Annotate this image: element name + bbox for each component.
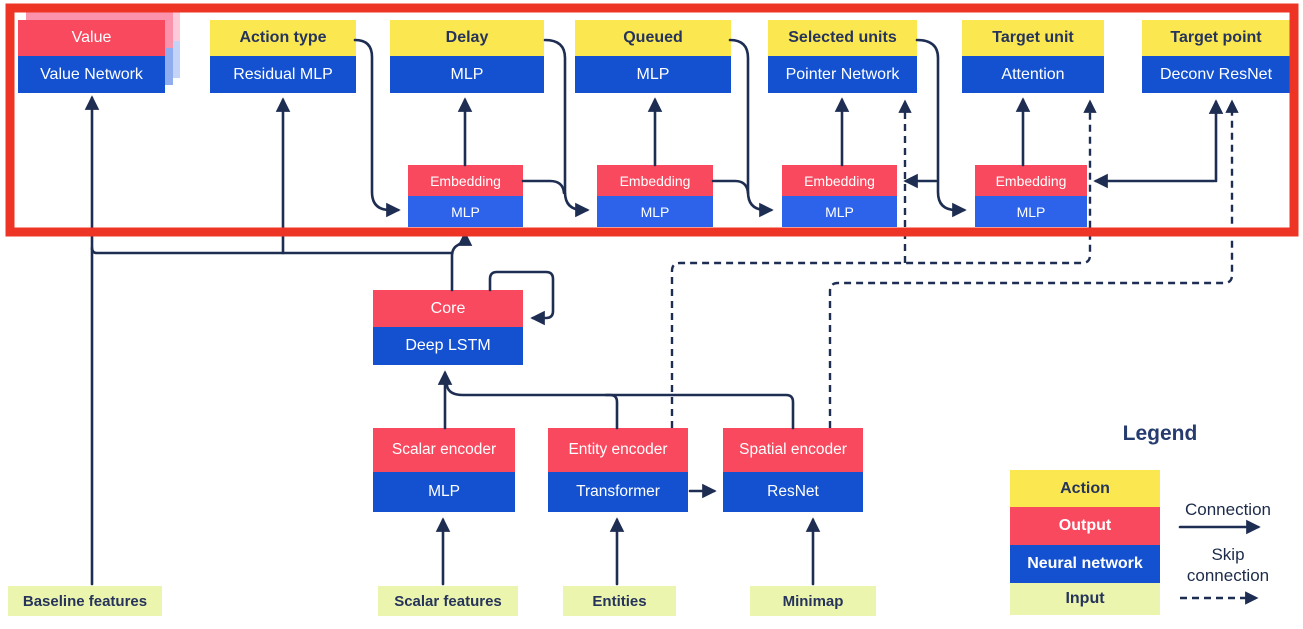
embedding-mlp-label: MLP <box>782 196 897 227</box>
head-network-label: Value Network <box>18 56 165 93</box>
head-label: Delay <box>390 20 544 56</box>
core-label: Core <box>373 290 523 327</box>
encoder-network-label: Transformer <box>548 472 688 512</box>
encoder-label: Scalar encoder <box>373 428 515 472</box>
encoder-network-label: ResNet <box>723 472 863 512</box>
input-minimap: Minimap <box>750 586 876 616</box>
embedding-label: Embedding <box>782 165 897 196</box>
legend-row-neural-network: Neural network <box>1010 545 1160 583</box>
encoder-label: Spatial encoder <box>723 428 863 472</box>
legend-row-action: Action <box>1010 470 1160 507</box>
head-network-label: Attention <box>962 56 1104 93</box>
head-network-label: Deconv ResNet <box>1142 56 1290 93</box>
head-label: Queued <box>575 20 731 56</box>
embedding-label: Embedding <box>597 165 713 196</box>
legend-row-input: Input <box>1010 583 1160 615</box>
embedding-mlp-label: MLP <box>408 196 523 227</box>
head-label: Action type <box>210 20 356 56</box>
input-entities: Entities <box>563 586 676 616</box>
input-baseline-features: Baseline features <box>8 586 162 616</box>
head-network-label: MLP <box>575 56 731 93</box>
head-label: Target unit <box>962 20 1104 56</box>
encoder-label: Entity encoder <box>548 428 688 472</box>
embedding-label: Embedding <box>408 165 523 196</box>
core-network-label: Deep LSTM <box>373 327 523 365</box>
input-scalar-features: Scalar features <box>378 586 518 616</box>
legend-skip-connection-label: Skip connection <box>1186 545 1270 585</box>
legend-connection-label: Connection <box>1184 500 1271 519</box>
embedding-mlp-label: MLP <box>597 196 713 227</box>
head-label: Value <box>18 20 165 56</box>
legend-title: Legend <box>1122 422 1198 445</box>
head-network-label: MLP <box>390 56 544 93</box>
embedding-label: Embedding <box>975 165 1087 196</box>
encoder-network-label: MLP <box>373 472 515 512</box>
legend-row-output: Output <box>1010 507 1160 545</box>
head-label: Selected units <box>768 20 917 56</box>
head-network-label: Pointer Network <box>768 56 917 93</box>
head-label: Target point <box>1142 20 1290 56</box>
embedding-mlp-label: MLP <box>975 196 1087 227</box>
head-network-label: Residual MLP <box>210 56 356 93</box>
